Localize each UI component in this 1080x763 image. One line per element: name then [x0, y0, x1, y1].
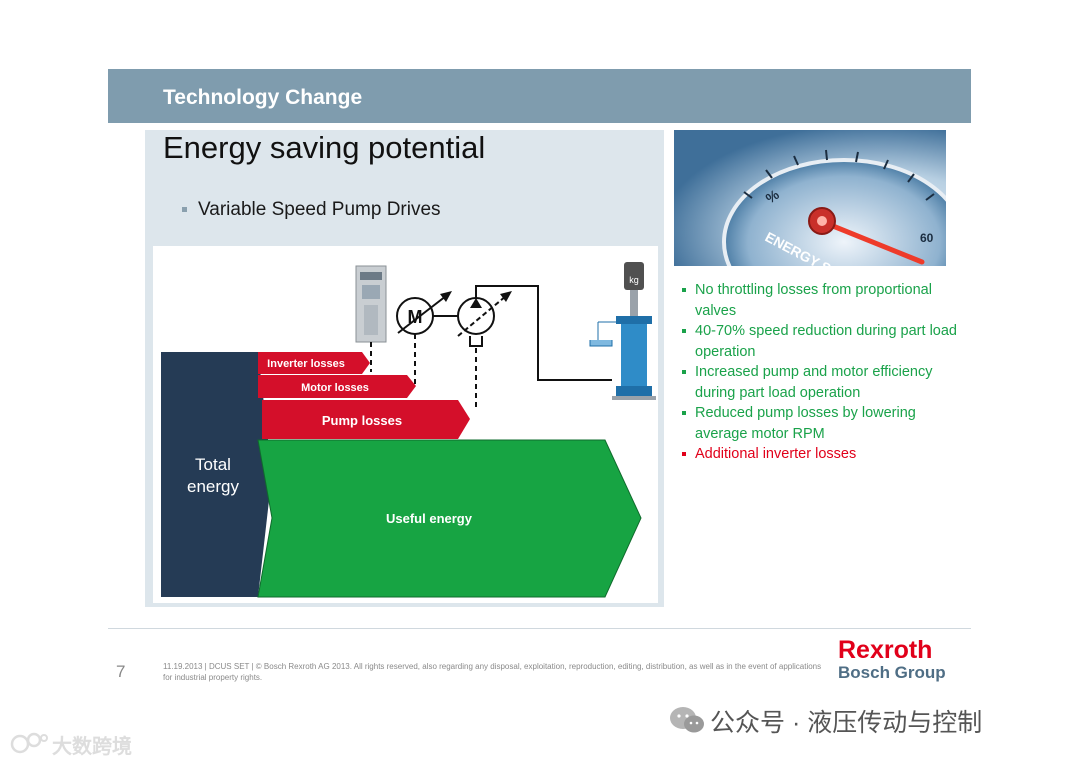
brand-logo-text: Rexroth — [838, 636, 933, 664]
motor-losses-label: Motor losses — [301, 382, 369, 394]
page-number: 7 — [116, 662, 126, 681]
footer-copyright: 11.19.2013 | DCUS SET | © Bosch Rexroth … — [163, 662, 822, 682]
useful-energy-label: Useful energy — [386, 511, 473, 526]
motor-losses-arrow — [258, 375, 416, 398]
header-title: Technology Change — [163, 86, 363, 109]
hydraulic-cylinder-icon: kg — [589, 262, 656, 400]
slide-subtitle: Variable Speed Pump Drives — [198, 199, 441, 220]
slide-title: Energy saving potential — [163, 130, 486, 165]
total-energy-label-1: Total — [195, 455, 231, 474]
wechat-icon — [670, 707, 704, 733]
pump-icon — [457, 291, 512, 347]
total-energy-block — [161, 352, 272, 597]
inverter-losses-label: Inverter losses — [267, 358, 345, 370]
inverter-losses-arrow — [258, 352, 370, 374]
benefit-item-negative: Additional inverter losses — [681, 444, 966, 465]
weight-label: kg — [629, 275, 639, 285]
motor-icon: M — [396, 291, 452, 335]
benefit-item: 40-70% speed reduction during part load … — [681, 321, 966, 362]
watermark-text-secondary: 大数跨境 — [52, 736, 132, 758]
bullet-square-icon — [182, 207, 187, 212]
total-energy-label-2: energy — [187, 477, 239, 496]
benefits-list: No throttling losses from proportional v… — [681, 280, 966, 465]
brand-subtitle: Bosch Group — [838, 663, 946, 682]
benefit-item: No throttling losses from proportional v… — [681, 280, 966, 321]
energy-saving-gauge-image: 60 % ENERGY SAVING — [674, 130, 946, 266]
watermark-logo-icon — [10, 732, 48, 754]
footer-divider — [108, 628, 971, 629]
benefit-item: Reduced pump losses by lowering average … — [681, 403, 966, 444]
benefit-item: Increased pump and motor efficiency duri… — [681, 362, 966, 403]
watermark-text: 公众号 · 液压传动与控制 — [710, 709, 983, 737]
pump-losses-label: Pump losses — [322, 413, 402, 428]
header-bar — [108, 69, 971, 123]
useful-energy-arrow — [257, 439, 642, 598]
drive-cabinet-icon — [355, 265, 387, 343]
gauge-tick-label: 60 — [920, 231, 934, 245]
pump-losses-arrow — [262, 400, 470, 439]
